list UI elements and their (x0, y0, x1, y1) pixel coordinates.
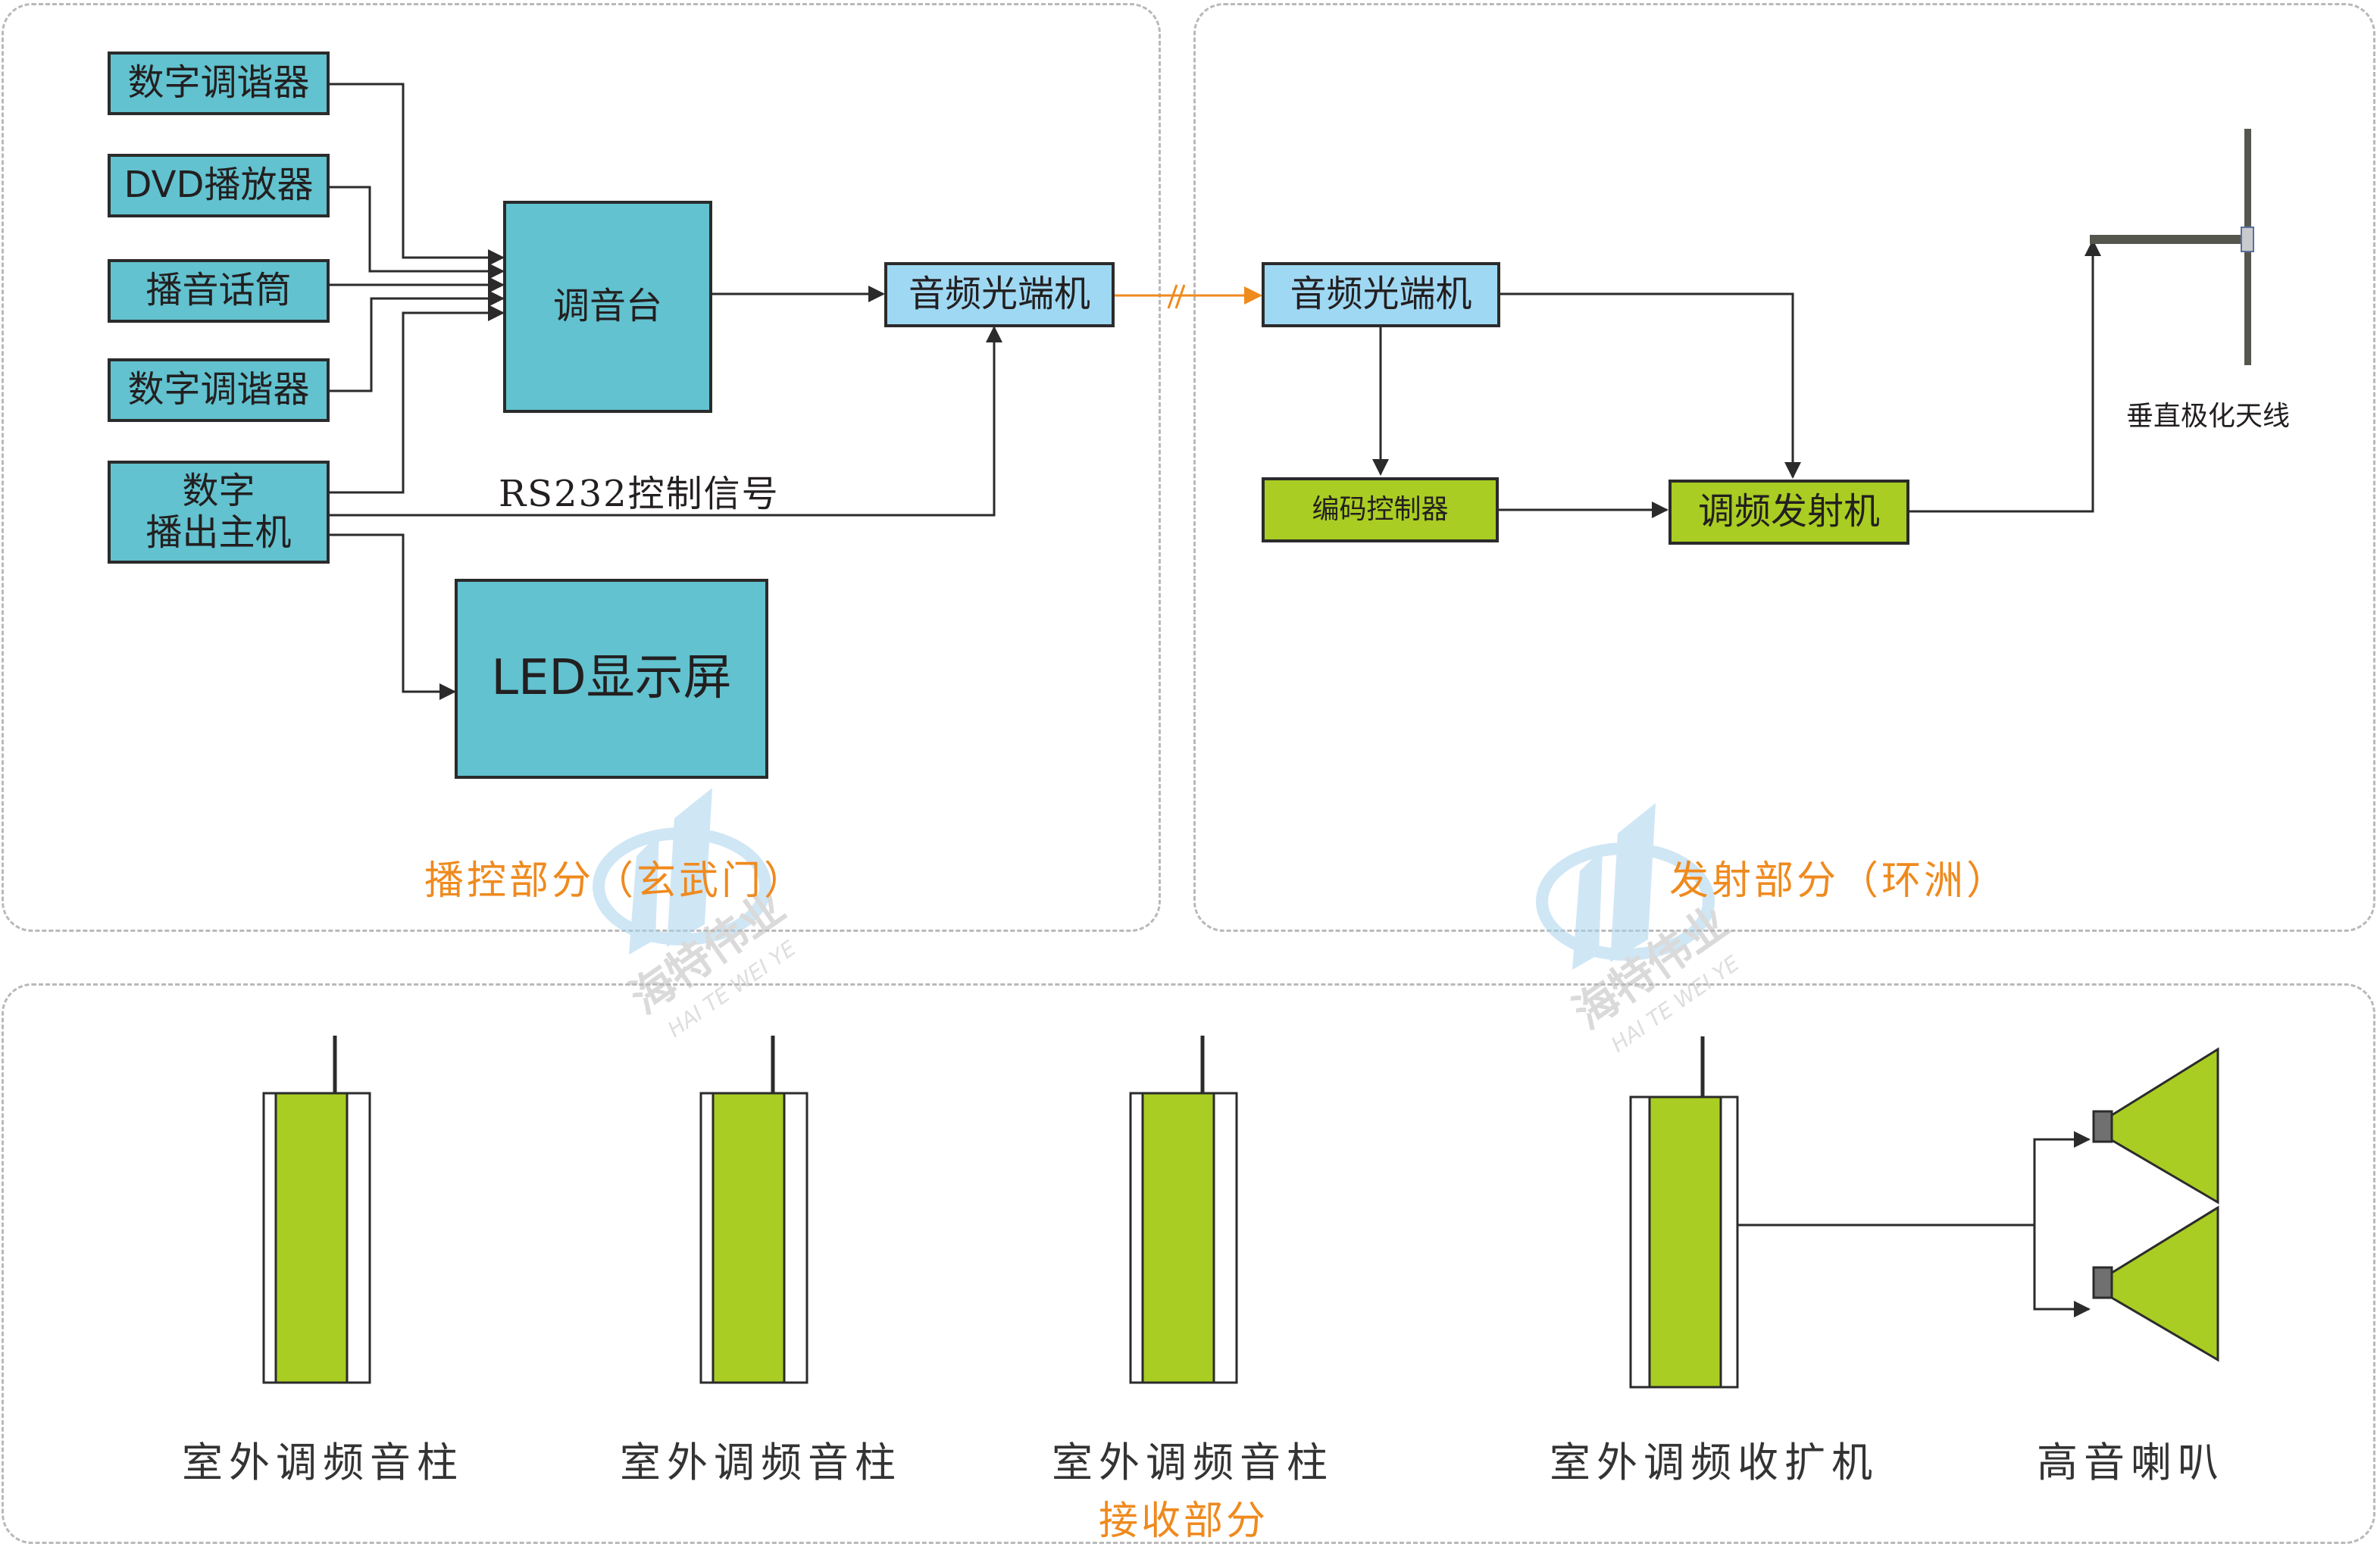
transmit-section-title: 发射部分（环洲） (1669, 858, 2009, 904)
column-speaker-icon-3 (1129, 1036, 1238, 1384)
receiver-amplifier-caption: 室外调频收扩机 (1550, 1439, 1878, 1486)
fiber-link (1114, 284, 1262, 309)
antenna-label: 垂直极化天线 (2126, 401, 2291, 432)
playout-host-line2: 播出主机 (145, 511, 292, 554)
column-speaker-caption-3: 室外调频音柱 (1052, 1439, 1334, 1486)
receive-section-title: 接收部分 (1099, 1499, 1269, 1544)
column-speaker-caption-2: 室外调频音柱 (620, 1439, 902, 1486)
optical-receiver: 音频光端机 (1262, 262, 1500, 327)
column-speaker-icon-1 (262, 1036, 371, 1384)
source-digital-tuner-1: 数字调谐器 (108, 52, 330, 115)
wire-opticalrx-fm (1500, 292, 1801, 479)
control-section-title: 播控部分（玄武门） (424, 858, 807, 904)
horn-speaker-icon-1 (2092, 1047, 2219, 1205)
wire-host-mixer (329, 305, 505, 494)
wire-tuner2-mixer (329, 290, 505, 392)
source-dvd-player: DVD播放器 (108, 154, 330, 217)
source-broadcast-mic: 播音话筒 (108, 259, 330, 323)
wire-to-horn2 (2033, 1225, 2091, 1317)
digital-playout-host: 数字 播出主机 (108, 461, 330, 564)
playout-host-line1: 数字 (182, 469, 255, 512)
encoder-label: 编码控制器 (1312, 494, 1449, 526)
fm-transmitter: 调频发射机 (1669, 480, 1909, 545)
rs232-signal-label: RS232控制信号 (499, 473, 780, 515)
antenna-icon (2090, 129, 2254, 365)
optical-transmitter: 音频光端机 (884, 262, 1115, 327)
source-label: 播音话筒 (145, 269, 292, 312)
encoder-controller: 编码控制器 (1262, 477, 1499, 542)
transmit-section-panel (1193, 3, 2375, 932)
source-digital-tuner-2: 数字调谐器 (108, 358, 330, 422)
control-section-panel (2, 3, 1161, 932)
wire-rs232 (329, 326, 1002, 517)
mixer-label: 调音台 (552, 285, 662, 328)
wire-host-led (329, 533, 456, 700)
optical-rx-label: 音频光端机 (1290, 273, 1472, 316)
led-display-screen: LED显示屏 (455, 579, 768, 779)
receive-section-panel (2, 983, 2375, 1544)
wire-to-horn1 (2033, 1131, 2091, 1225)
source-label: 数字调谐器 (127, 61, 310, 105)
wire-dvd-mixer (329, 186, 505, 280)
source-label: 数字调谐器 (127, 368, 310, 411)
mixer-console: 调音台 (503, 201, 712, 413)
wire-tuner1-mixer (329, 83, 505, 266)
wire-fm-antenna (1909, 239, 2101, 513)
led-label: LED显示屏 (491, 650, 732, 707)
horn-speaker-icon-2 (2092, 1205, 2219, 1362)
column-speaker-caption-1: 室外调频音柱 (182, 1439, 464, 1486)
column-speaker-icon-2 (699, 1036, 808, 1384)
source-label: DVD播放器 (124, 164, 314, 207)
fm-transmitter-label: 调频发射机 (1697, 490, 1880, 533)
optical-tx-label: 音频光端机 (908, 273, 1090, 316)
horn-speaker-caption: 高音喇叭 (2037, 1439, 2225, 1486)
receiver-amplifier-icon (1629, 1036, 1739, 1389)
